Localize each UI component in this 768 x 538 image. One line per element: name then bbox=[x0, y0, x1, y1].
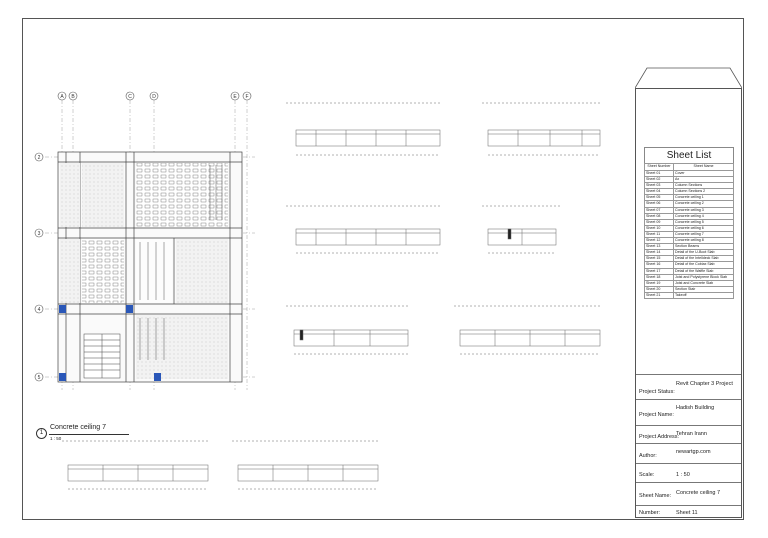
sheet-name-label: Sheet Name: bbox=[639, 493, 672, 499]
detail-5 bbox=[286, 305, 410, 355]
project-name-row: Project Name: Hadish Building bbox=[636, 399, 741, 428]
sheet-name-row: Sheet Name: Concrete ceiling 7 bbox=[636, 482, 741, 509]
scale-label: Scale: bbox=[639, 472, 655, 478]
detail-3 bbox=[286, 205, 441, 254]
grid-col-F: F bbox=[245, 94, 248, 100]
project-status-value: Revit Chapter 3 Project bbox=[676, 381, 733, 387]
project-address-value: Tehran Irann bbox=[676, 431, 707, 437]
detail-4 bbox=[482, 205, 560, 254]
detail-2 bbox=[482, 102, 602, 156]
sheet-list-title: Sheet List bbox=[644, 147, 734, 163]
detail-1 bbox=[286, 102, 441, 156]
sheet-name-cell: Takeoff bbox=[673, 291, 734, 299]
author-row: Author: newartgp.com bbox=[636, 443, 741, 466]
author-label: Author: bbox=[639, 453, 657, 459]
detail-6 bbox=[454, 305, 601, 355]
scale-row: Scale: 1 : 50 bbox=[636, 463, 741, 486]
title-block: Sheet List Sheet Number Sheet Name Sheet… bbox=[635, 88, 742, 518]
project-address-label: Project Address: bbox=[639, 434, 680, 440]
sheet-name-value: Concrete ceiling 7 bbox=[676, 490, 721, 496]
project-name-label: Project Name: bbox=[639, 412, 674, 418]
sheet-number-cell: Sheet 21 bbox=[644, 291, 674, 299]
detail-7 bbox=[62, 440, 210, 490]
structural-columns bbox=[59, 305, 161, 381]
number-label: Number: bbox=[639, 510, 661, 516]
grid-row-5: 5 bbox=[38, 375, 41, 381]
grid-col-E: E bbox=[233, 94, 237, 100]
stair bbox=[83, 333, 121, 379]
view-number: 1 bbox=[36, 428, 47, 439]
view-title-underline bbox=[49, 434, 129, 435]
slab-hatching bbox=[60, 163, 228, 379]
grid-col-B: B bbox=[71, 94, 75, 100]
grid-row-2: 2 bbox=[38, 155, 41, 161]
sheet-border bbox=[22, 18, 744, 520]
grid-row-3: 3 bbox=[38, 231, 41, 237]
project-address-row: Project Address: Tehran Irann bbox=[636, 425, 741, 448]
grid-col-D: D bbox=[152, 94, 156, 100]
sheet-number-header: Sheet Number bbox=[644, 163, 674, 171]
sheet-list: Sheet List Sheet Number Sheet Name Sheet… bbox=[644, 147, 734, 299]
sheet-number-row: Number: Sheet 11 bbox=[636, 505, 741, 519]
view-scale: 1 : 50 bbox=[50, 436, 62, 441]
project-status-row: Project Status: Revit Chapter 3 Project bbox=[636, 374, 741, 407]
view-name: Concrete ceiling 7 bbox=[50, 424, 107, 431]
joist-lines bbox=[139, 165, 223, 360]
section-details bbox=[62, 102, 602, 490]
project-name-value: Hadish Building bbox=[676, 405, 715, 411]
grid-col-C: C bbox=[128, 94, 132, 100]
project-status-label: Project Status: bbox=[639, 389, 675, 395]
title-block-cap bbox=[635, 67, 742, 89]
detail-8 bbox=[232, 440, 380, 490]
scale-value: 1 : 50 bbox=[676, 472, 690, 478]
grid-col-A: A bbox=[60, 94, 64, 100]
grid-row-4: 4 bbox=[38, 307, 41, 313]
sheet-name-header: Sheet Name bbox=[673, 163, 734, 171]
author-value: newartgp.com bbox=[676, 449, 711, 455]
grid-bubbles: A B C D E F 2 3 4 5 bbox=[34, 91, 252, 382]
number-value: Sheet 11 bbox=[676, 510, 698, 516]
